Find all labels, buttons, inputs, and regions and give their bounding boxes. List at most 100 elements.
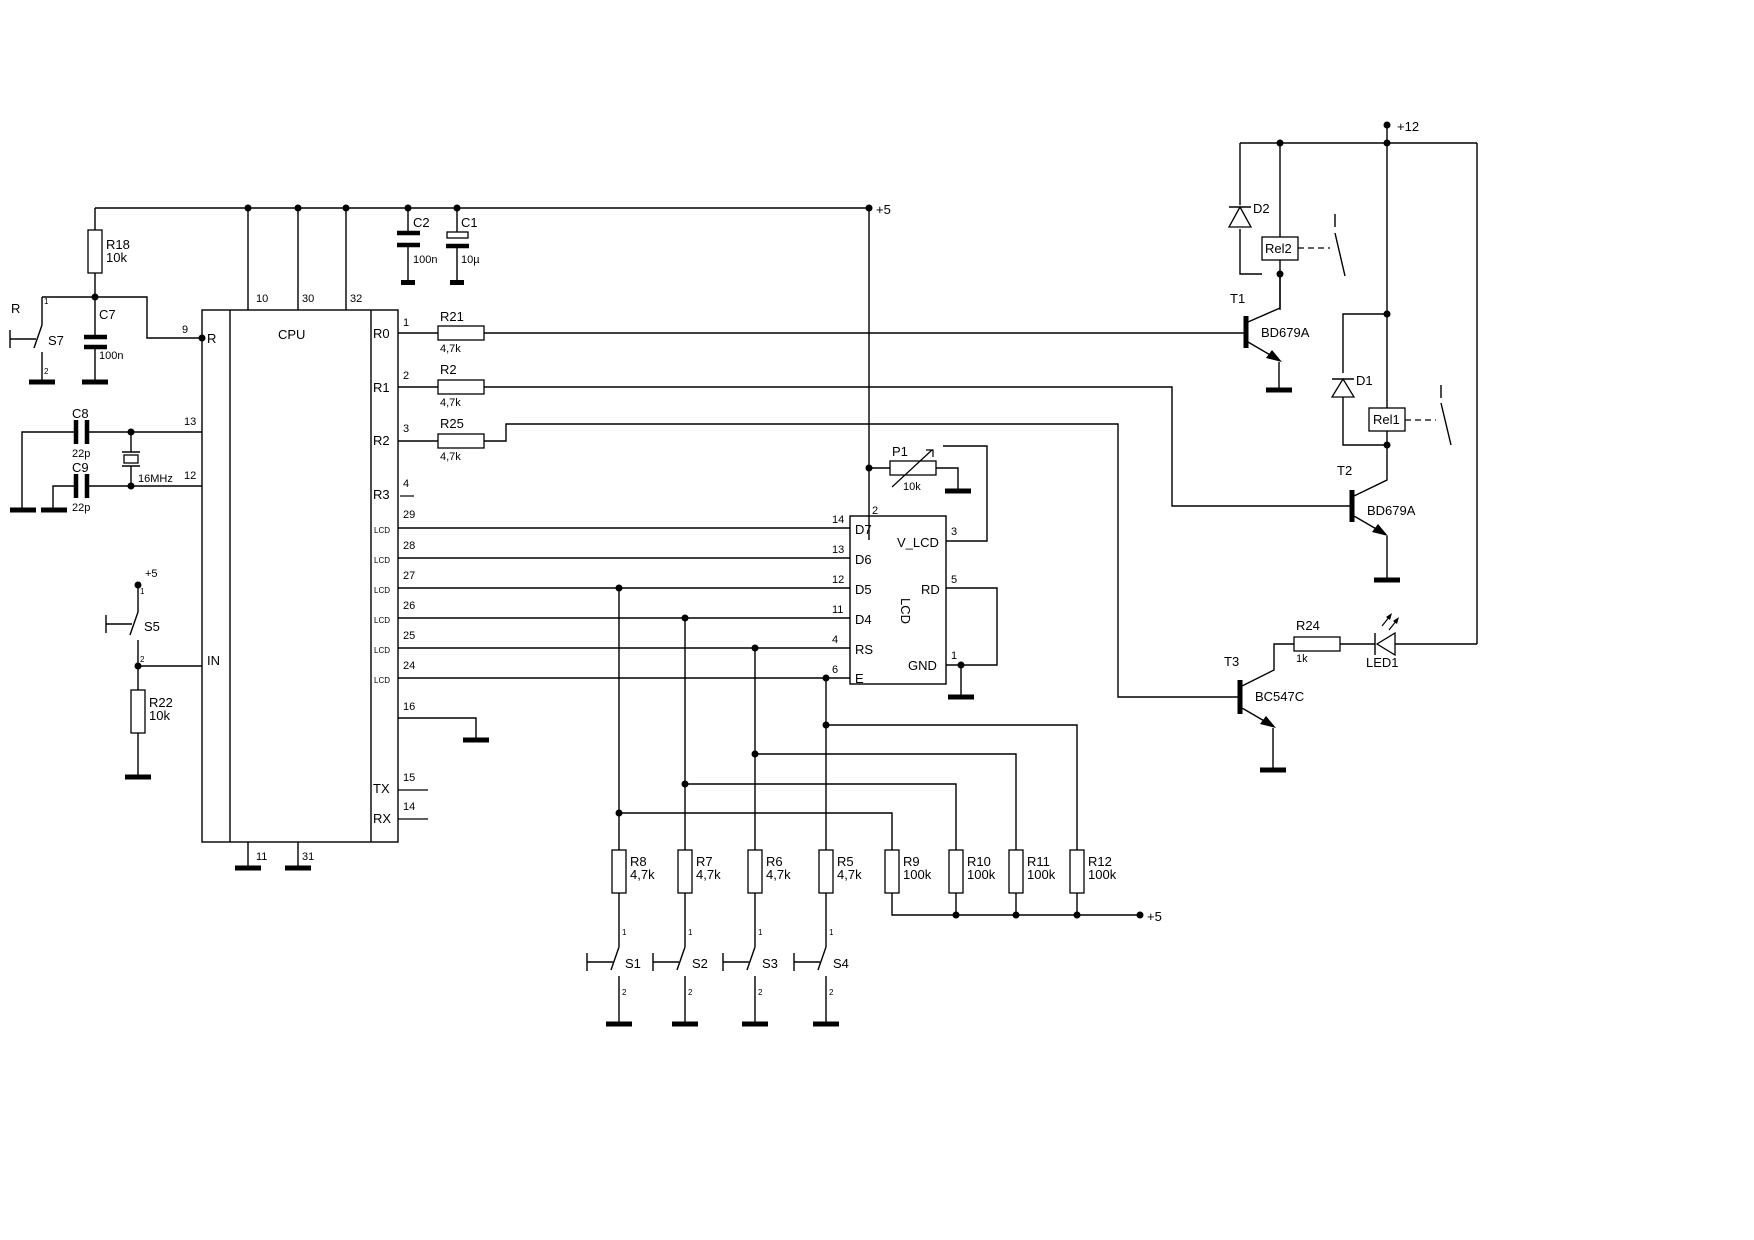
svg-text:2: 2 [758,988,763,997]
svg-text:15: 15 [403,772,415,784]
keypad-pullups: +5 [615,588,1162,924]
svg-text:D2: D2 [1253,201,1270,216]
svg-text:29: 29 [403,509,415,521]
lcd-pin-2: 2 [872,505,878,517]
resistor-r7: R7 4,7k [677,849,721,894]
capacitor-c7: C7 100n [82,297,123,385]
s7-name: S7 [48,333,64,348]
svg-text:D7: D7 [855,522,872,537]
svg-text:TX: TX [373,781,390,796]
resistor-r10: R10 100k [948,849,996,894]
resistor-r8: R8 4,7k [611,849,655,894]
svg-text:LED1: LED1 [1366,655,1399,670]
cpu-pin-lcd-26: LCD 26 [374,600,415,625]
svg-text:4,7k: 4,7k [440,451,461,463]
svg-text:4: 4 [403,478,409,490]
svg-text:RX: RX [373,811,391,826]
resistor-r12: R12 100k [1069,849,1117,894]
svg-text:4,7k: 4,7k [837,867,862,882]
svg-text:2: 2 [829,988,834,997]
lcd-pin-rs: RS4 [832,634,873,657]
svg-text:+5: +5 [145,568,158,580]
svg-text:13: 13 [832,544,844,556]
svg-text:BD679A: BD679A [1261,325,1310,340]
transistor-t1: T1 BD679A [1230,274,1310,393]
lcd-data-bus [398,527,850,682]
plus12-label: +12 [1397,119,1419,134]
cpu-pin-16: 16 [398,701,489,743]
diode-d1: D1 [1330,143,1391,446]
lcd-pin-d7: D7 14 [832,514,872,537]
svg-text:R2: R2 [373,433,390,448]
svg-text:E: E [855,671,864,686]
plus5-rail: +5 [95,202,891,540]
svg-text:2: 2 [622,988,627,997]
cpu-title: CPU [278,327,305,342]
cpu-pin-lcd-29: LCD 29 [374,509,415,535]
svg-text:LCD: LCD [374,586,390,595]
svg-text:4,7k: 4,7k [630,867,655,882]
svg-text:LCD: LCD [374,616,390,625]
cpu-pin-reset: R [207,331,216,346]
svg-text:4,7k: 4,7k [440,343,461,355]
svg-text:10k: 10k [903,481,921,493]
potentiometer-p1: P1 10k [865,444,971,494]
svg-text:T3: T3 [1224,654,1239,669]
cpu-pin-tx: TX 15 [373,772,428,796]
svg-text:1: 1 [829,928,834,937]
svg-text:D5: D5 [855,582,872,597]
cpu-pin-31: 31 [302,851,314,863]
svg-text:26: 26 [403,600,415,612]
svg-text:100k: 100k [967,867,996,882]
svg-text:12: 12 [832,574,844,586]
svg-text:LCD: LCD [374,526,390,535]
cpu-chip: CPU 10 30 32 11 31 9 R 13 12 IN R0 1 R1 … [182,293,489,871]
svg-text:R2: R2 [440,362,457,377]
svg-text:4,7k: 4,7k [440,397,461,409]
cpu-pin-in: IN [207,653,220,668]
capacitor-c2: C2 100n [397,208,437,285]
svg-text:1: 1 [403,317,409,329]
switch-s3: 1 2 S3 [722,893,778,1027]
svg-text:+5: +5 [1147,909,1162,924]
svg-text:3: 3 [403,423,409,435]
svg-text:R0: R0 [373,326,390,341]
resistor-r6: R6 4,7k [747,849,791,894]
resistor-r9: R9 100k [884,849,932,894]
svg-text:4: 4 [832,634,838,646]
c1-name: C1 [461,215,478,230]
cpu-pin-32: 32 [350,293,362,305]
svg-text:S2: S2 [692,956,708,971]
cpu-pin-11: 11 [256,851,267,863]
c8-value: 22p [72,448,90,460]
svg-text:100k: 100k [1088,867,1117,882]
c8-name: C8 [72,406,89,421]
resistor-r24: R24 1k [1293,618,1375,665]
svg-text:16: 16 [403,701,415,713]
svg-text:D6: D6 [855,552,872,567]
s7-ref-label: R [11,301,20,316]
lcd-pin-d5: D5 12 [832,574,872,597]
svg-text:14: 14 [832,514,844,526]
svg-text:T1: T1 [1230,291,1245,306]
transistor-t3: T3 BC547C [1224,643,1304,773]
svg-text:14: 14 [403,801,415,813]
lcd-title: LCD [898,598,913,624]
svg-text:2: 2 [140,655,145,664]
svg-text:R12: R12 [1088,854,1112,869]
lcd-pin-d6: D6 13 [832,544,872,567]
crystal-value: 16MHz [138,473,173,485]
resistor-r11: R11 100k [1008,849,1056,894]
svg-text:4,7k: 4,7k [766,867,791,882]
switch-s1: 1 2 S1 [586,893,641,1027]
svg-text:R3: R3 [373,487,390,502]
svg-text:4,7k: 4,7k [696,867,721,882]
cpu-pin-10: 10 [256,293,268,305]
svg-text:R6: R6 [766,854,783,869]
svg-text:R11: R11 [1027,854,1050,869]
lcd-pin-gnd: GND [908,658,937,673]
lcd-pin-1: 1 [951,650,957,662]
svg-text:R8: R8 [630,854,647,869]
